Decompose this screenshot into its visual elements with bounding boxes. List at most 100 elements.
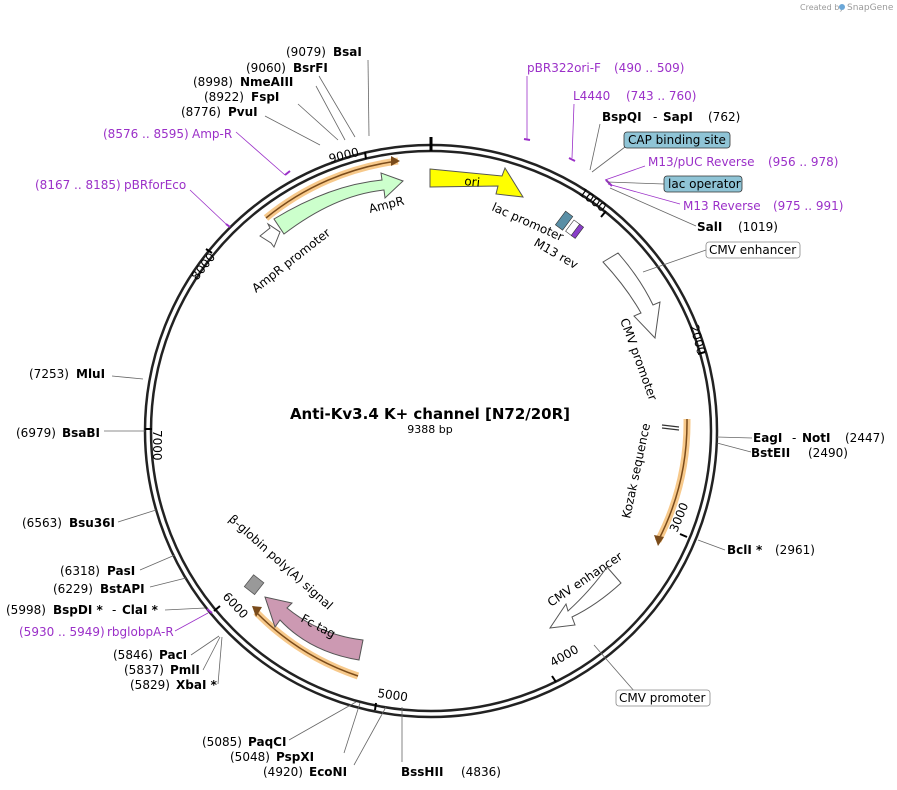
feature-lac-promoter-block[interactable] xyxy=(554,210,574,231)
site-name-2: SapI xyxy=(663,110,693,124)
site-pmli[interactable]: (5837) PmlI xyxy=(124,663,200,677)
site-pos: (8922) xyxy=(204,90,244,104)
snapgene-logo-icon xyxy=(839,4,845,10)
site-name-2: ClaI * xyxy=(122,603,159,617)
feature-cmv-enhancer-arrow[interactable] xyxy=(548,566,622,629)
leader-paci xyxy=(190,635,220,656)
primer-name: rbglobpA-R xyxy=(107,625,174,639)
site-name: PacI xyxy=(159,648,187,662)
tick-1000 xyxy=(600,210,607,218)
site-pasi[interactable]: (6318) PasI xyxy=(60,564,135,578)
site-name: BsaBI xyxy=(62,426,100,440)
callout-cmv-promoter[interactable]: CMV promoter xyxy=(615,689,711,707)
tick-3000 xyxy=(679,533,688,538)
site-bsteii[interactable]: BstEII (2490) xyxy=(751,446,848,460)
callout-box xyxy=(623,131,731,149)
feature-ampr-arrow[interactable] xyxy=(273,172,404,235)
leader-bsteii xyxy=(716,442,752,453)
tick-label-6000: 6000 xyxy=(220,589,251,621)
site-pos: (5085) xyxy=(202,735,242,749)
feature-m13-rev-block[interactable] xyxy=(570,223,585,239)
primer-rbglobpa[interactable]: (5930 .. 5949) rbglobpA-R xyxy=(19,625,174,639)
primer-range: (8576 .. 8595) xyxy=(103,127,189,141)
site-paci[interactable]: (5846) PacI xyxy=(113,648,187,662)
feature-beta-globin-block[interactable] xyxy=(243,574,265,596)
leader-sali xyxy=(609,187,697,227)
leader-cap-site xyxy=(591,146,626,173)
feature-ampr-promoter-arrow[interactable] xyxy=(259,222,281,249)
site-name: BstAPI xyxy=(100,582,145,596)
site-nmeaiii[interactable]: (8998) NmeAIII xyxy=(193,75,293,89)
site-name: Bsu36I xyxy=(69,516,115,530)
site-sali[interactable]: SalI (1019) xyxy=(697,220,778,234)
tick-6000 xyxy=(213,605,221,612)
site-name: BsrFI xyxy=(293,61,328,75)
amp-r-highlight-line xyxy=(265,160,399,219)
leader-bsu36i xyxy=(117,509,157,523)
primer-pbr322[interactable]: pBR322ori-F (490 .. 509) xyxy=(527,61,684,75)
site-name: PaqCI xyxy=(248,735,286,749)
site-eagi[interactable]: EagI - NotI (2447) xyxy=(753,431,885,445)
fc-highlight-line xyxy=(255,611,359,677)
site-pspxi[interactable]: (5048) PspXI xyxy=(230,750,314,764)
site-name: EcoNI xyxy=(309,765,347,779)
tick-8000 xyxy=(205,248,213,254)
primer-ampr-mark xyxy=(284,170,291,176)
site-pos: (7253) xyxy=(29,367,69,381)
callout-cmv-enhancer[interactable]: CMV enhancer xyxy=(705,241,801,259)
leader-eagi xyxy=(716,436,753,439)
primer-name: pBR322ori-F xyxy=(527,61,601,75)
callout-lac-operator[interactable]: lac operator xyxy=(663,175,743,193)
primer-l4440[interactable]: L4440 (743 .. 760) xyxy=(573,89,696,103)
site-pos: (6563) xyxy=(22,516,62,530)
site-pos: (1019) xyxy=(738,220,778,234)
site-name: BssHII xyxy=(401,765,443,779)
primer-m13rev[interactable]: M13 Reverse (975 .. 991) xyxy=(683,199,843,213)
primer-l4440-mark xyxy=(568,157,576,162)
feature-ori-arrow[interactable] xyxy=(429,166,524,198)
site-fspi[interactable]: (8922) FspI xyxy=(204,90,279,104)
tick-9000 xyxy=(364,151,367,160)
leader-paqci xyxy=(288,701,357,741)
feature-cmv-promoter-arrow[interactable] xyxy=(602,252,661,340)
primer-name: M13 Reverse xyxy=(683,199,761,213)
site-bspqi[interactable]: BspQI - SapI (762) xyxy=(602,110,740,124)
site-bstapi[interactable]: (6229) BstAPI xyxy=(53,582,145,596)
leader-xbai xyxy=(217,636,223,685)
callout-text: CMV promoter xyxy=(619,691,706,705)
site-sep: - xyxy=(112,603,116,617)
site-name: FspI xyxy=(251,90,279,104)
feature-fc-tag-arrow[interactable] xyxy=(264,596,364,661)
site-bsai[interactable]: (9079) BsaI xyxy=(286,45,362,59)
leader-pspxi xyxy=(343,702,361,754)
tick-2000 xyxy=(697,351,706,355)
site-pos: (6229) xyxy=(53,582,93,596)
site-xbai[interactable]: (5829) XbaI * xyxy=(130,678,218,692)
site-econi[interactable]: (4920) EcoNI xyxy=(263,765,347,779)
leader-cmv-promoter xyxy=(593,644,636,693)
site-bsu36i[interactable]: (6563) Bsu36I xyxy=(22,516,115,530)
leader-pbrforeco xyxy=(189,189,227,225)
site-mlui[interactable]: (7253) MluI xyxy=(29,367,105,381)
leader-econi xyxy=(353,706,387,766)
site-bsshii[interactable]: BssHII (4836) xyxy=(401,765,501,779)
primer-name: M13/pUC Reverse xyxy=(648,155,755,169)
site-pvui[interactable]: (8776) PvuI xyxy=(181,105,258,119)
callout-cap-site[interactable]: CAP binding site xyxy=(623,131,731,149)
site-bsabi[interactable]: (6979) BsaBI xyxy=(16,426,100,440)
feature-kozak-mark xyxy=(661,424,680,428)
site-paqci[interactable]: (5085) PaqCI xyxy=(202,735,286,749)
site-bspdi[interactable]: (5998) BspDI * - ClaI * xyxy=(6,603,159,617)
site-bcli[interactable]: BclI * (2961) xyxy=(727,543,815,557)
leader-lac-operator xyxy=(606,181,665,185)
site-sep: - xyxy=(792,431,796,445)
primer-pbrforeco[interactable]: (8167 .. 8185) pBRforEco xyxy=(35,178,186,192)
site-bsrfi[interactable]: (9060) BsrFI xyxy=(246,61,328,75)
leader-pvui xyxy=(264,115,321,146)
primer-ampr[interactable]: (8576 .. 8595) Amp-R xyxy=(103,127,232,141)
primer-range: (743 .. 760) xyxy=(626,89,696,103)
site-name: BclI * xyxy=(727,543,763,557)
primer-m13puc[interactable]: M13/pUC Reverse (956 .. 978) xyxy=(648,155,838,169)
tick-label-9000: 9000 xyxy=(327,145,360,166)
leader-ampr-primer xyxy=(235,131,286,176)
